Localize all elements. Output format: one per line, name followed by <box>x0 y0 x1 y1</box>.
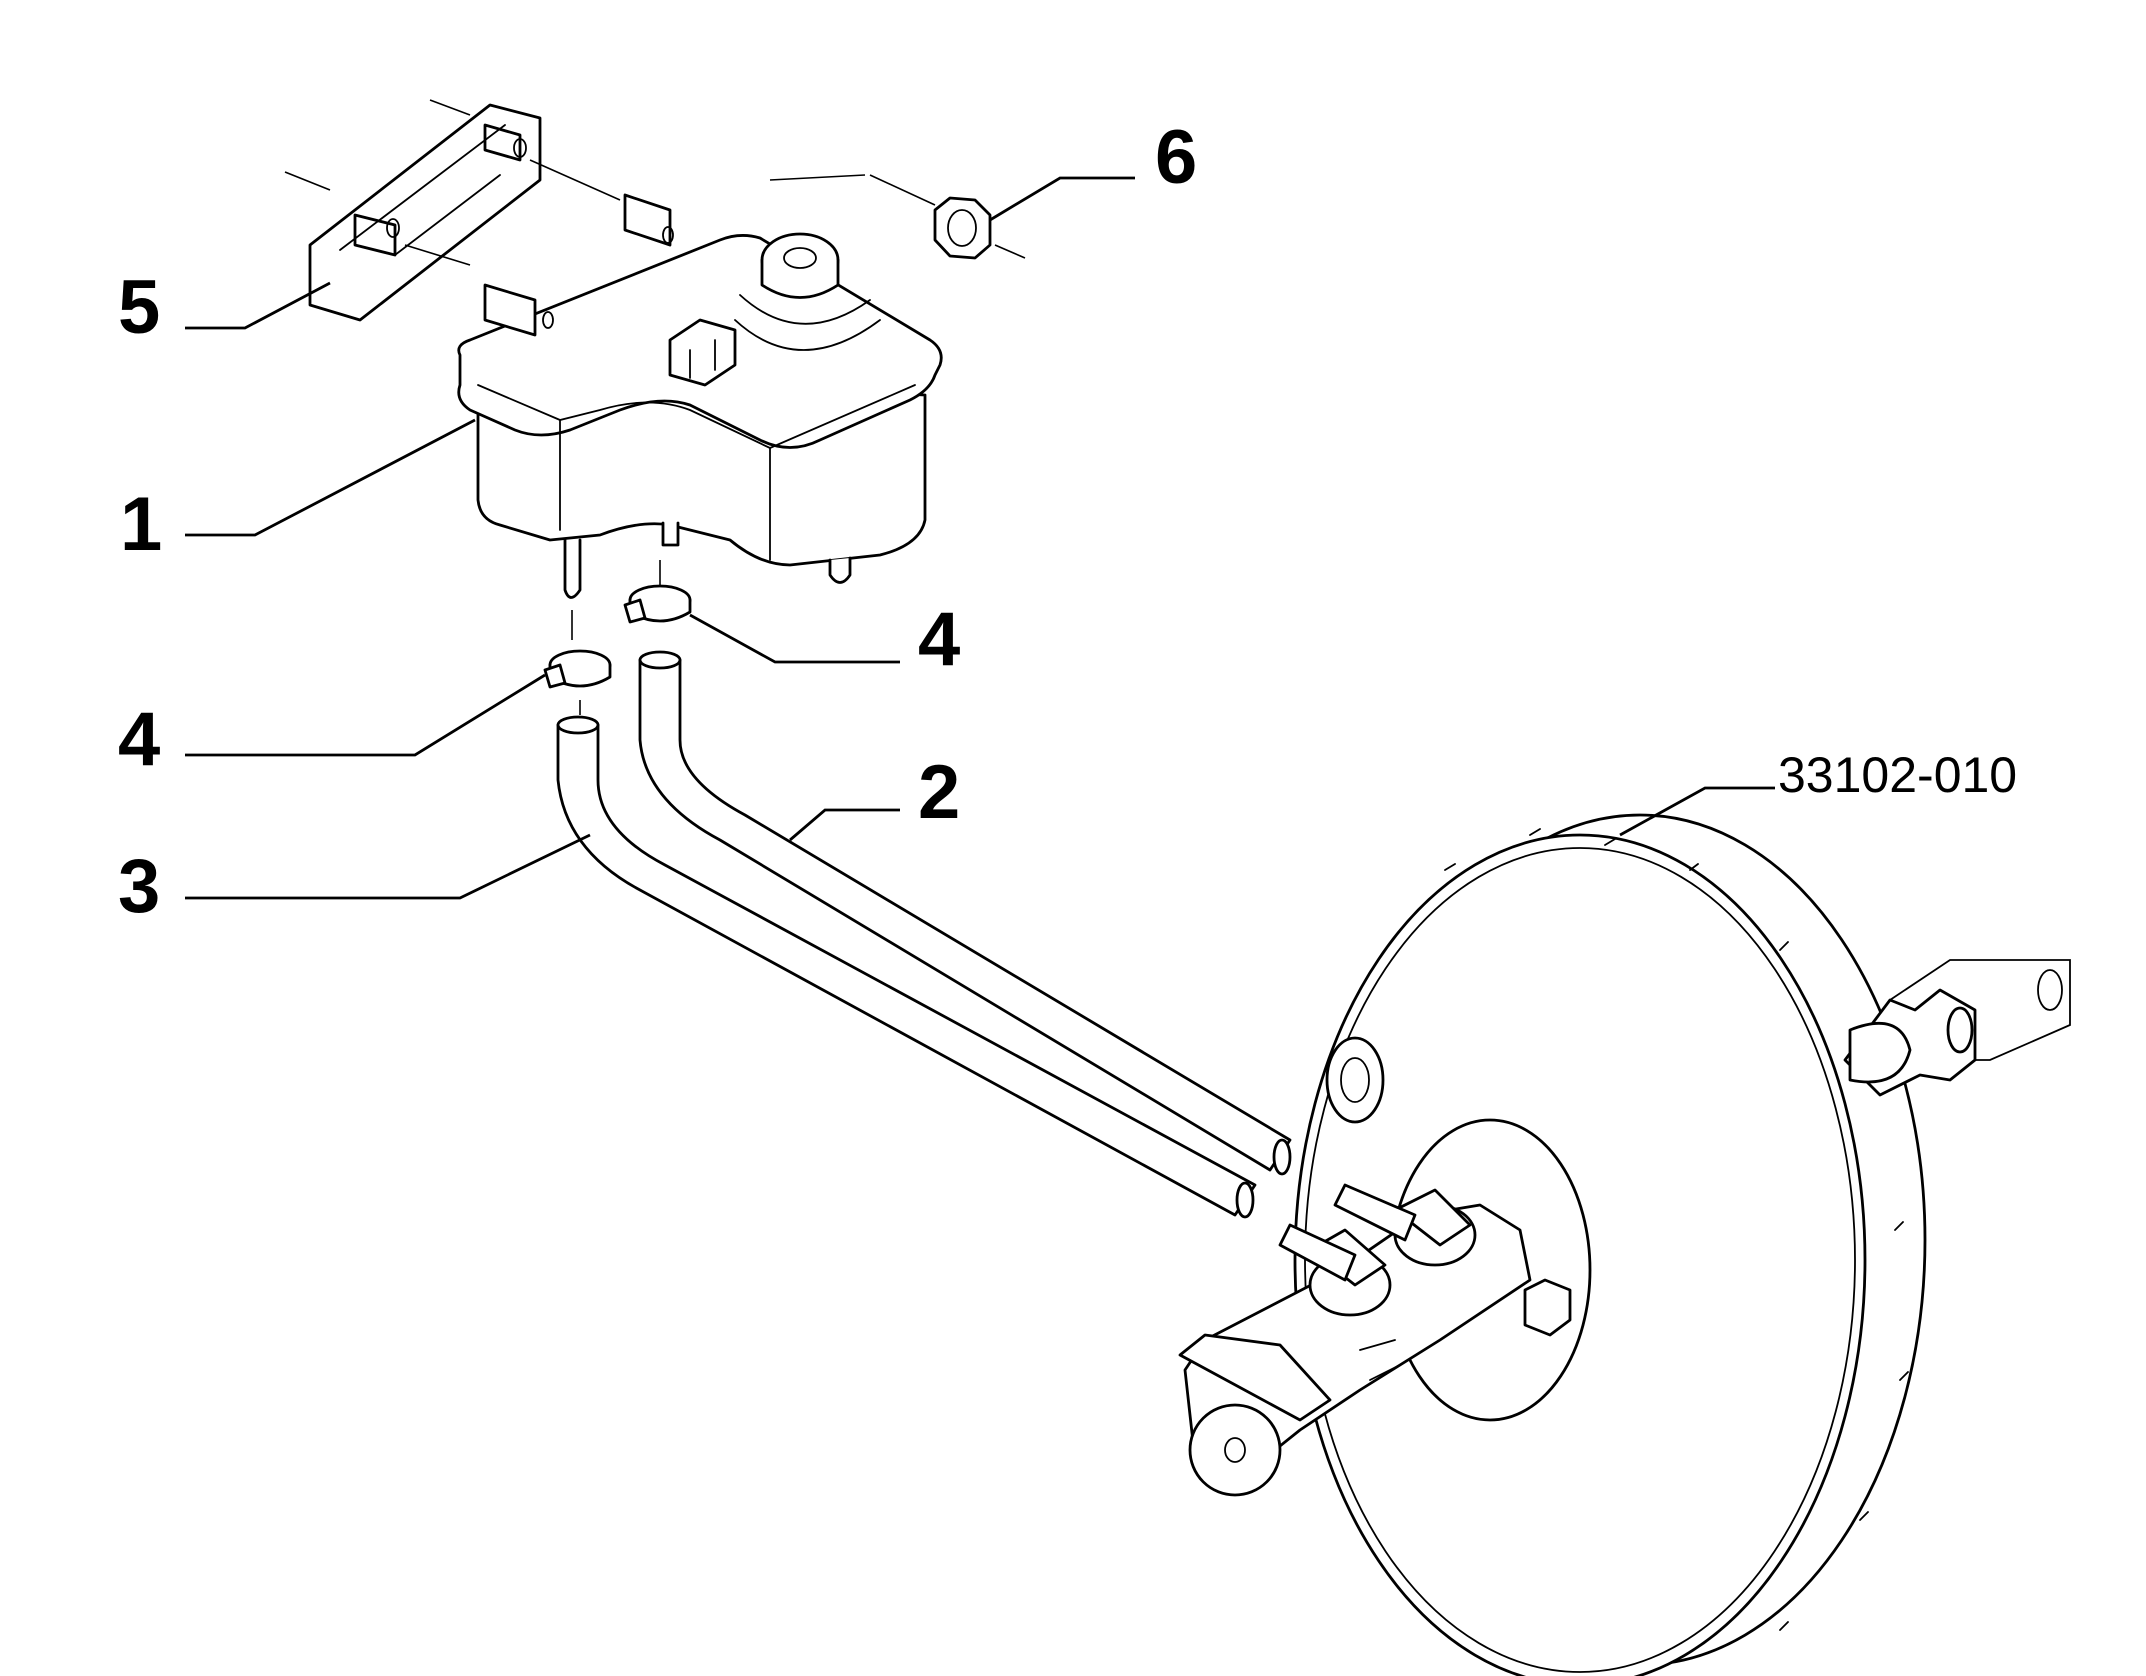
leader-lines <box>185 176 1775 900</box>
mounting-bracket-part-5 <box>308 103 542 322</box>
bracket-dash-lines <box>284 99 621 266</box>
leader-1 <box>185 418 476 537</box>
brake-booster-assembly <box>1293 813 2071 1676</box>
hose-part-2 <box>638 650 1292 1176</box>
leader-4a <box>689 613 900 664</box>
nut-part-6 <box>769 174 1026 260</box>
callout-numbers: 1 2 3 4 4 5 6 33102-010 <box>118 115 2017 929</box>
leader-5 <box>185 281 331 330</box>
callout-3: 3 <box>118 844 160 929</box>
leader-3 <box>185 833 591 900</box>
callout-5: 5 <box>118 265 160 350</box>
leader-2 <box>789 808 900 842</box>
callout-4-lower: 4 <box>118 697 160 782</box>
callout-4-upper: 4 <box>918 597 960 682</box>
leader-ref <box>1619 786 1775 837</box>
leader-4b <box>185 673 546 757</box>
hose-clamp-lower-part-4 <box>543 649 612 715</box>
fluid-reservoir-part-1 <box>457 193 943 640</box>
reference-label: 33102-010 <box>1778 747 2017 803</box>
hose-clamp-upper-part-4 <box>623 584 692 624</box>
hose-part-3 <box>556 715 1257 1219</box>
callout-6: 6 <box>1155 115 1197 200</box>
callout-2: 2 <box>918 750 960 835</box>
master-cylinder <box>1178 1183 1572 1497</box>
callout-1: 1 <box>120 482 162 567</box>
leader-6 <box>989 176 1135 222</box>
